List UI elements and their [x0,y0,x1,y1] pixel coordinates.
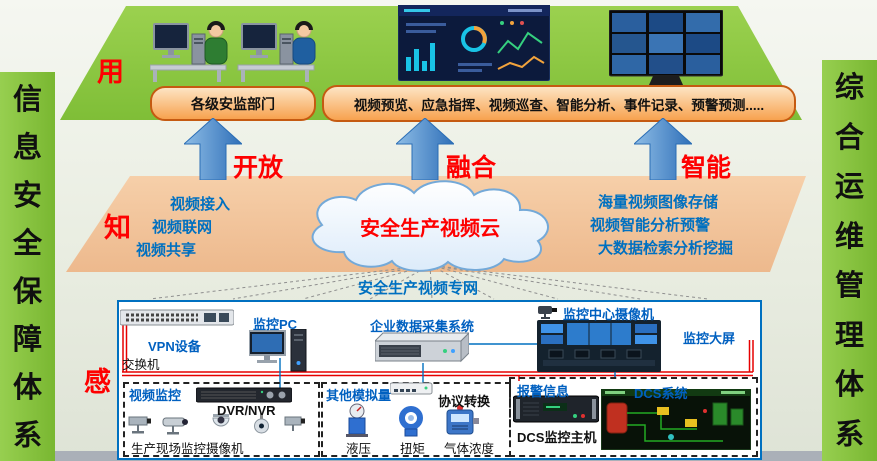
dvr-icon [196,387,292,403]
up-arrow-icon [184,118,242,180]
sensor-label: 气体浓度 [444,442,495,456]
cloud-feature: 大数据检索分析挖掘 [598,240,734,257]
switch-icon [120,309,234,326]
dcs-host-icon [513,395,599,423]
banner-char: 综 [834,72,864,105]
dcs-host-label: DCS监控主机 [517,430,597,445]
sensor-label: 液压 [346,442,372,456]
banner-char: 合 [834,121,864,154]
layer-label-sense: 感 [84,367,111,397]
dcs-system-label: DCS系统 [634,386,688,401]
banner-char: 息 [12,131,42,164]
banner-char: 系 [834,418,864,451]
up-arrow-icon [634,118,692,180]
banner-char: 信 [12,83,42,116]
site-cameras-icon [128,413,305,435]
left-system-banner: 信 息 安 全 保 障 体 系 [0,72,55,461]
dashboard-screenshot [398,5,550,81]
cloud-feature: 视频共享 [136,242,197,259]
server-icon [375,332,469,363]
torque-sensor-icon [399,406,423,437]
dcs-group-box [509,377,758,457]
video-group-box [123,382,320,457]
hydraulic-sensor-icon [346,403,368,437]
arrow-label-intelligent: 智能 [681,154,732,182]
arrow-label-fusion: 融合 [446,154,497,182]
pc-icon [249,329,307,372]
arrow-label-open: 开放 [233,154,284,182]
big-screen-label: 监控大屏 [683,331,736,346]
banner-char: 管 [834,270,864,303]
sensor-label: 扭矩 [400,442,426,456]
banner-char: 运 [834,171,864,204]
cloud-feature: 视频联网 [152,219,213,236]
control-room-image [537,320,661,372]
banner-char: 系 [12,419,42,452]
center-camera-icon [538,306,557,319]
dept-box: 各级安监部门 [150,86,316,121]
banner-char: 保 [12,275,42,308]
alarm-label: 报警信息 [517,384,570,399]
banner-char: 安 [12,179,42,212]
banner-char: 全 [12,227,42,260]
cloud-title: 安全生产视频云 [360,218,500,240]
protocol-label: 协议转换 [438,394,491,409]
video-wall-image [609,10,723,98]
video-group-title: 视频监控 [129,388,182,403]
banner-char: 维 [834,220,864,253]
dvr-label: DVR/NVR [217,403,276,418]
server-label: 企业数据采集系统 [370,319,475,334]
site-cameras-label: 生产现场监控摄像机 [131,442,244,456]
protocol-converter-icon [390,382,433,395]
dcs-screen-image [601,389,751,450]
analog-group-title: 其他模拟量 [326,388,392,403]
pc-label: 监控PC [253,317,298,332]
center-camera-label: 监控中心摄像机 [563,307,655,322]
banner-char: 理 [834,319,864,352]
cloud-feature: 海量视频图像存储 [598,194,719,211]
right-system-banner: 综 合 运 维 管 理 体 系 [822,60,877,461]
private-network-label: 安全生产视频专网 [358,280,479,297]
up-arrow-icon [396,118,454,180]
banner-char: 体 [12,371,42,404]
switch-label: 交换机 [122,358,160,372]
gas-sensor-icon [446,405,479,435]
vpn-label: VPN设备 [148,339,201,354]
layer-label-know: 知 [104,213,131,243]
cloud-feature: 视频接入 [170,196,231,213]
functions-box: 视频预览、应急指挥、视频巡查、智能分析、事件记录、预警预测..... [322,85,796,122]
layer-label-use: 用 [97,57,124,87]
banner-char: 障 [12,323,42,356]
operators-clipart [150,21,316,82]
cloud-feature: 视频智能分析预警 [590,217,711,234]
banner-char: 体 [834,369,864,402]
